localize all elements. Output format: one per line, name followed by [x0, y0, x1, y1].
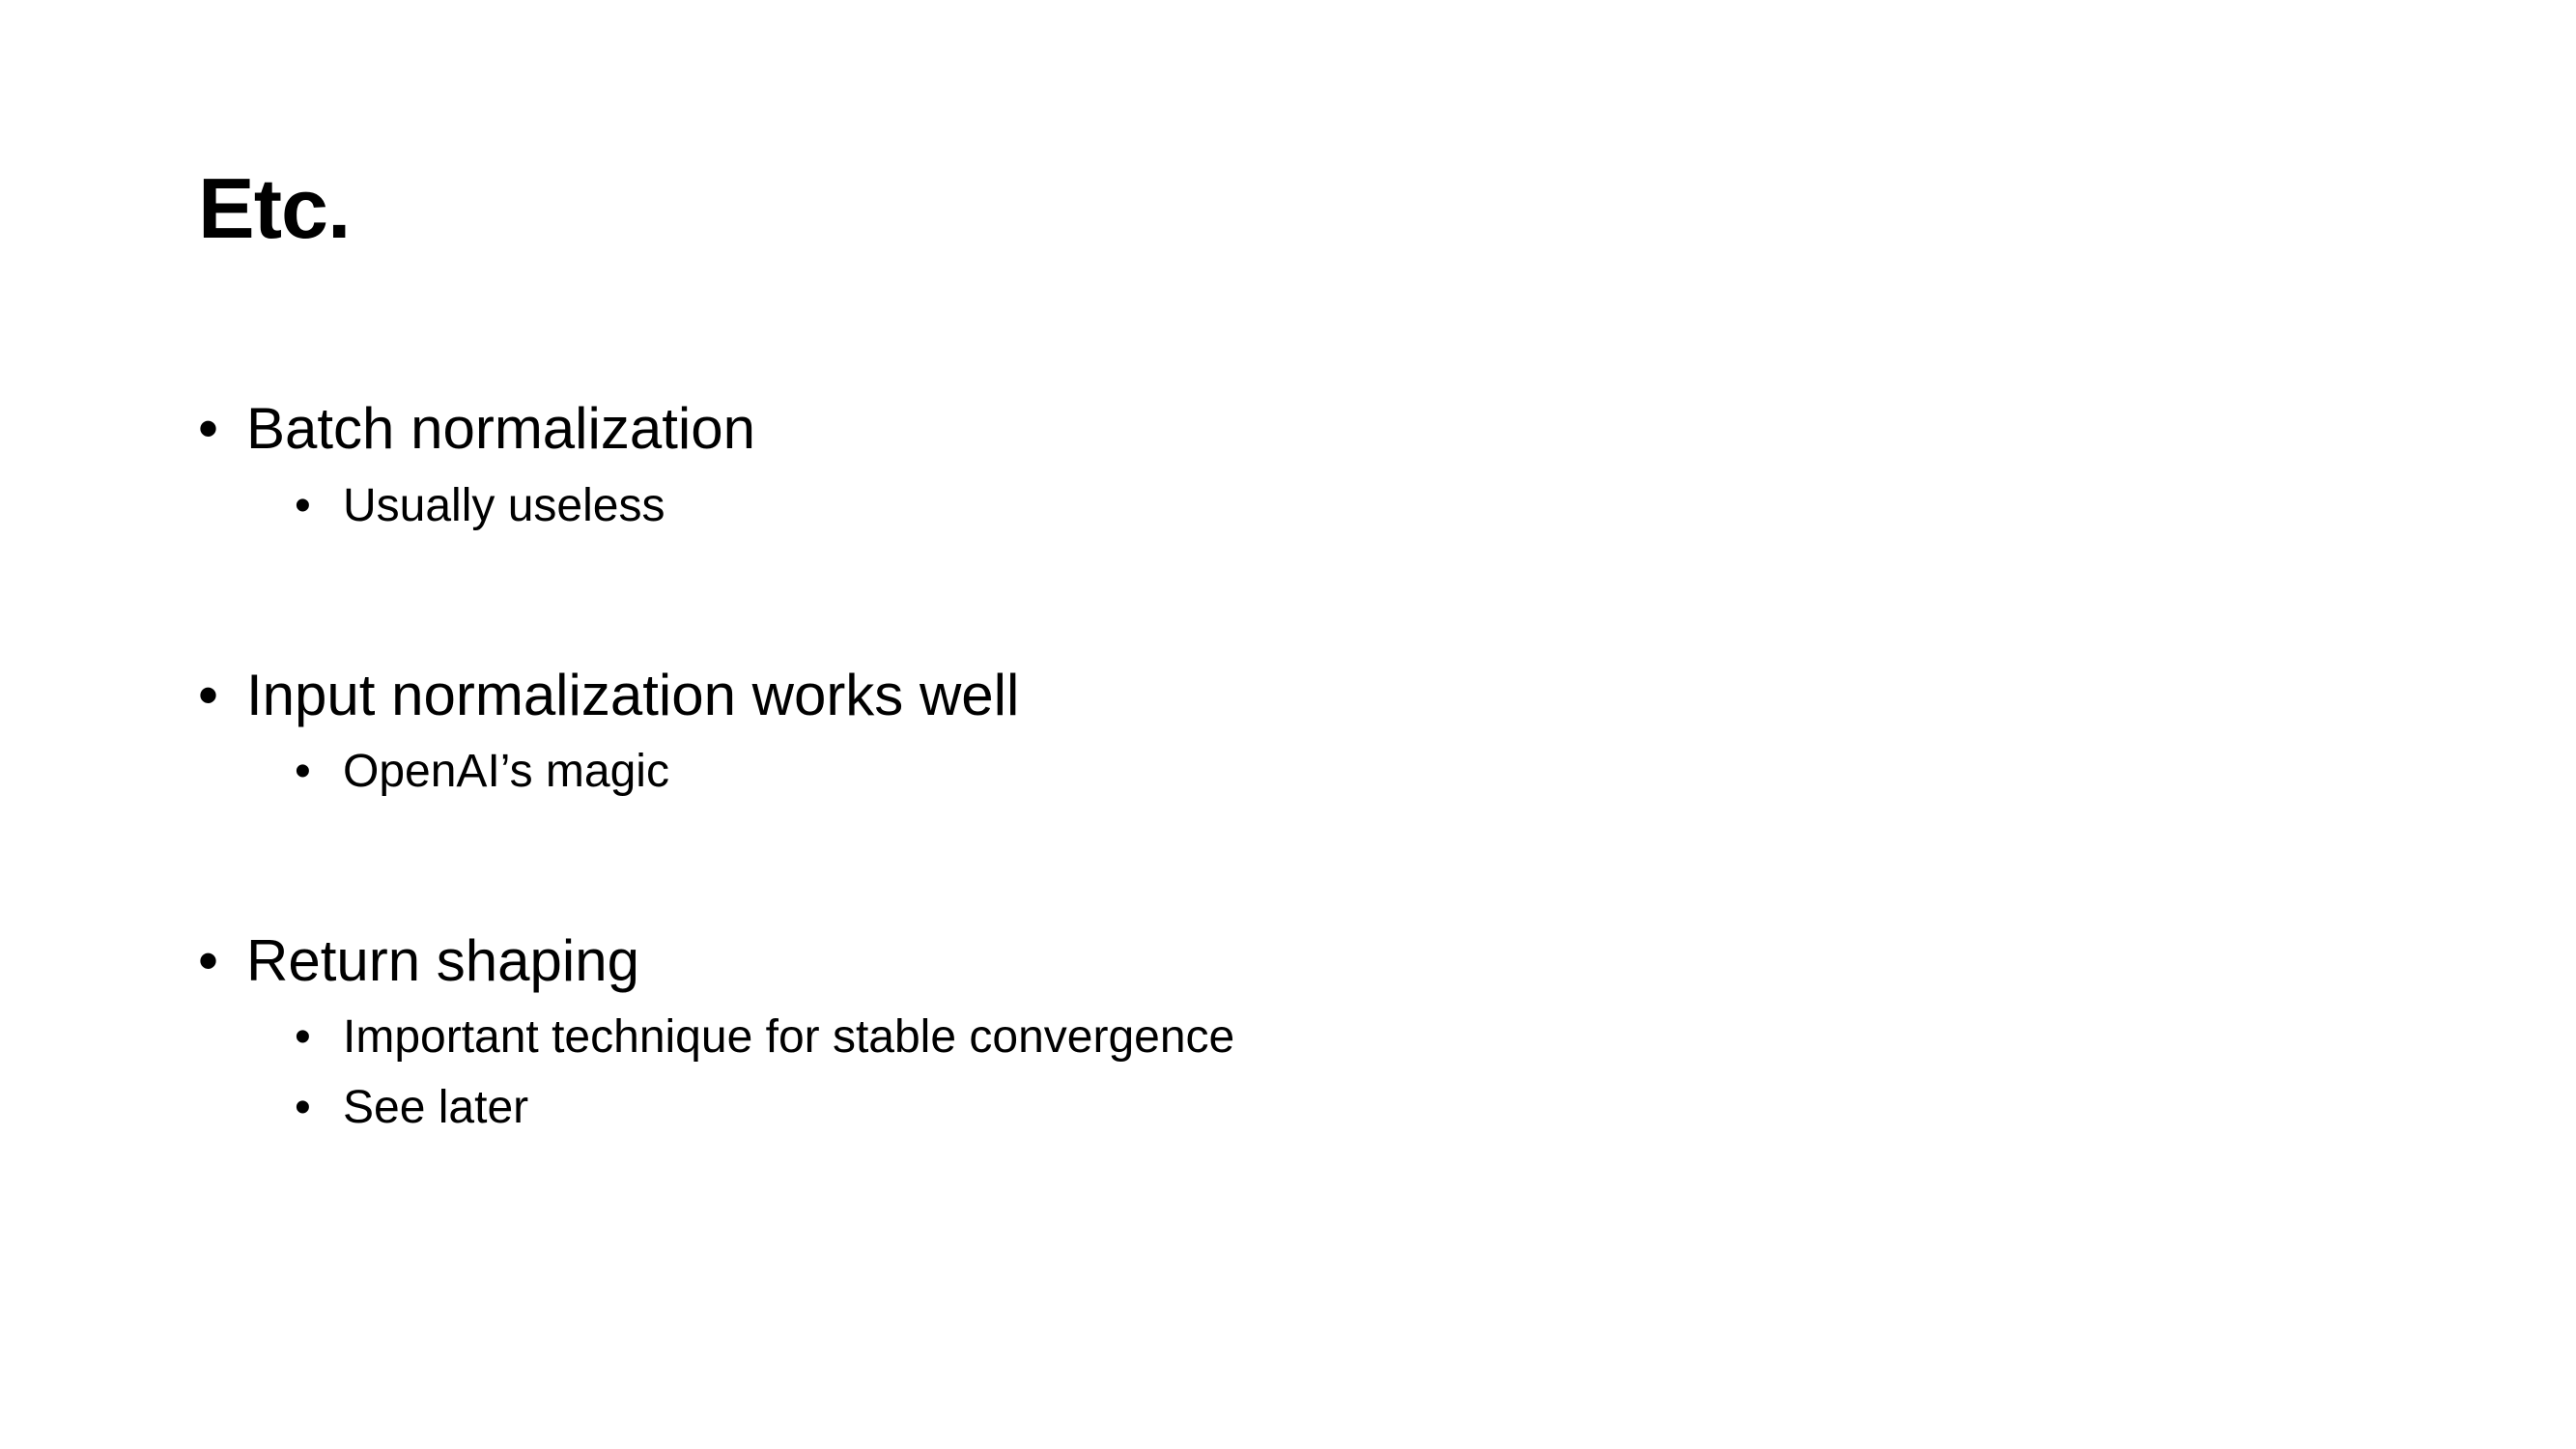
bullet-icon: •	[198, 396, 219, 461]
bullet-icon: •	[295, 1082, 311, 1133]
bullet-item-text: Batch normalization	[246, 396, 755, 461]
sub-bullet-item: • Important technique for stable converge…	[295, 1014, 1234, 1061]
sub-bullet-item-text: OpenAI’s magic	[343, 746, 669, 797]
sub-bullet-item: • See later	[295, 1085, 528, 1131]
sub-bullet-item-text: Usually useless	[343, 480, 665, 531]
bullet-item: •Input normalization works well	[198, 667, 1019, 724]
bullet-item: •Return shaping	[198, 932, 639, 990]
slide-title: Etc.	[198, 160, 351, 256]
bullet-icon: •	[295, 480, 311, 531]
bullet-item-text: Return shaping	[246, 928, 639, 993]
bullet-icon: •	[295, 746, 311, 797]
bullet-icon: •	[295, 1011, 311, 1063]
sub-bullet-item-text: Important technique for stable convergen…	[343, 1011, 1235, 1063]
bullet-icon: •	[198, 928, 219, 993]
bullet-item-text: Input normalization works well	[246, 663, 1020, 727]
bullet-icon: •	[198, 663, 219, 727]
sub-bullet-item: • OpenAI’s magic	[295, 749, 669, 795]
sub-bullet-item: • Usually useless	[295, 483, 665, 529]
sub-bullet-item-text: See later	[343, 1082, 529, 1133]
bullet-item: •Batch normalization	[198, 400, 755, 458]
